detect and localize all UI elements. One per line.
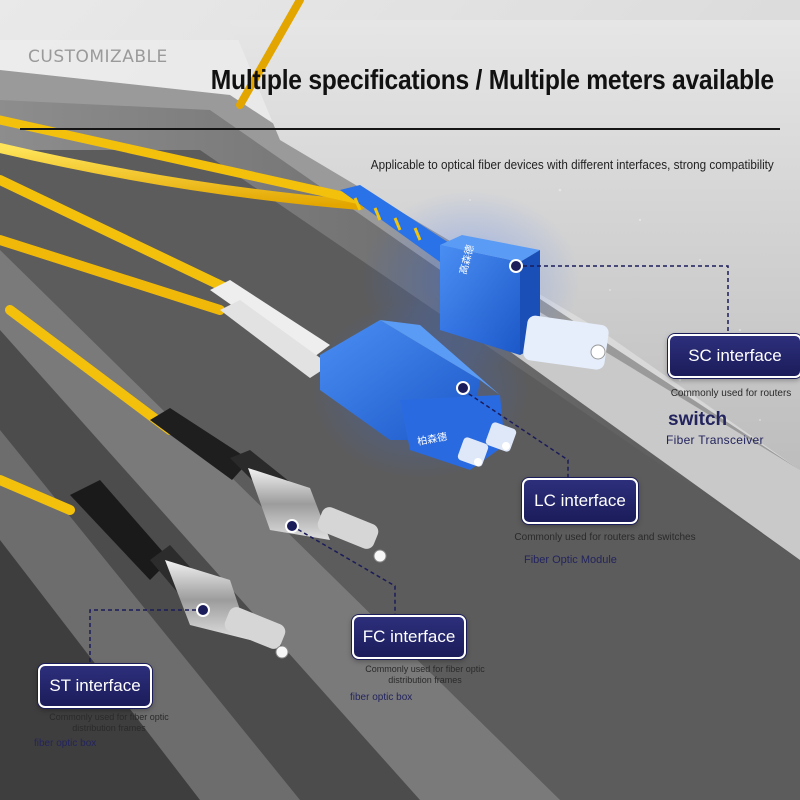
st-connector-icon: [70, 480, 289, 659]
sc-interface-title: SC interface: [688, 346, 782, 365]
callout-dot-icon: [196, 259, 523, 617]
st-interface-badge: ST interface: [38, 664, 152, 708]
st-interface-extra: fiber optic box: [34, 738, 97, 749]
st-interface-title: ST interface: [49, 676, 141, 695]
fc-connector-icon: [150, 408, 387, 563]
sc-interface-badge: SC interface: [668, 334, 800, 378]
headline-divider: [20, 128, 780, 130]
customizable-watermark: CUSTOMIZABLE: [28, 47, 168, 67]
sc-interface-desc: Commonly used for routers: [670, 388, 792, 399]
page-subheadline: Applicable to optical fiber devices with…: [371, 157, 774, 172]
fc-interface-desc: Commonly used for fiber optic distributi…: [365, 664, 485, 685]
lc-interface-desc: Commonly used for routers and switches: [514, 532, 696, 543]
sc-interface-extra-transceiver: Fiber Transceiver: [666, 433, 764, 447]
page-headline: Multiple specifications / Multiple meter…: [210, 64, 774, 95]
fc-interface-badge: FC interface: [352, 615, 466, 659]
lc-interface-title: LC interface: [534, 491, 626, 510]
st-interface-desc: Commonly used for fiber optic distributi…: [49, 712, 169, 733]
lc-interface-extra: Fiber Optic Module: [524, 554, 617, 566]
sc-interface-extra-switch: switch: [668, 409, 728, 430]
lc-interface-badge: LC interface: [522, 478, 638, 524]
lc-connector-icon: 柏森德: [210, 280, 530, 480]
fc-interface-extra: fiber optic box: [350, 692, 413, 703]
fc-interface-title: FC interface: [362, 627, 456, 646]
